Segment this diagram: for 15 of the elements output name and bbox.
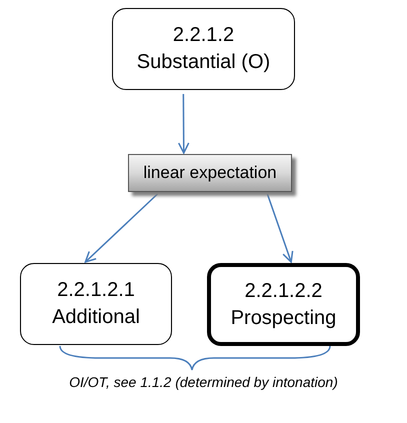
process-box [20, 263, 172, 345]
section-number: 2.2.1.2.1 [57, 278, 135, 303]
box-title: Prospecting [230, 306, 336, 330]
arrow [178, 94, 190, 154]
section-number: 2.2.1.2.2 [244, 278, 322, 304]
arrow [84, 193, 158, 263]
bar-label: linear expectation [143, 162, 277, 184]
label-bar [128, 154, 292, 192]
highlighted-box [207, 263, 360, 346]
arrow [266, 194, 294, 263]
section-number: 2.2.1.2 [172, 23, 234, 48]
box-title: Substantial (O) [136, 50, 270, 75]
brace-note: OI/OT, see 1.1.2 (determined by intonation) [69, 373, 338, 392]
process-box [112, 8, 295, 90]
box-title: Additional [52, 305, 140, 330]
